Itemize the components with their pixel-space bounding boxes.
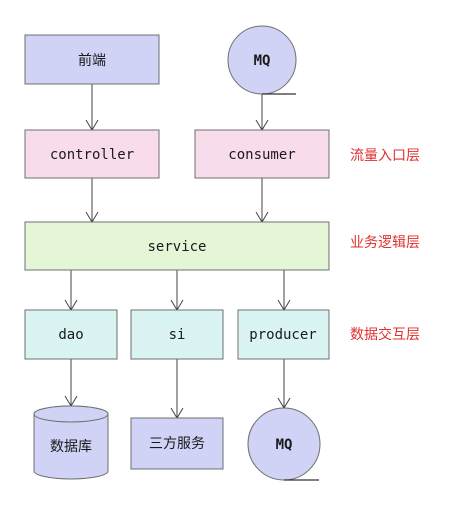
edge-frontend-to-controller: [85, 84, 99, 131]
edge-controller-to-service: [85, 178, 99, 223]
consumer-label: consumer: [228, 147, 295, 163]
controller-node: controller: [24, 129, 160, 179]
edge-service-to-si: [170, 270, 184, 311]
edge-service-to-dao: [64, 270, 78, 311]
layer-label-interaction: 数据交互层: [350, 326, 420, 343]
consumer-node: consumer: [194, 129, 330, 179]
edge-consumer-to-service: [255, 178, 269, 223]
controller-label: controller: [50, 147, 134, 163]
producer-label: producer: [249, 327, 316, 343]
si-label: si: [169, 327, 186, 343]
service-node: service: [24, 221, 330, 271]
third-party-label: 三方服务: [149, 436, 205, 452]
database-label: 数据库: [50, 439, 92, 455]
layer-label-business: 业务逻辑层: [350, 235, 420, 251]
frontend-node: 前端: [24, 34, 160, 85]
frontend-label: 前端: [78, 52, 106, 69]
mq-top-label: MQ: [254, 53, 271, 69]
mq-bottom-node: MQ: [247, 407, 321, 481]
mq-top-node: MQ: [227, 25, 297, 95]
dao-label: dao: [58, 327, 83, 343]
third-party-node: 三方服务: [130, 417, 224, 470]
database-node: 数据库: [33, 405, 109, 480]
producer-node: producer: [237, 309, 330, 360]
si-node: si: [130, 309, 224, 360]
mq-bottom-label: MQ: [276, 437, 293, 453]
layer-label-entry: 流量入口层: [350, 148, 420, 164]
service-label: service: [147, 239, 206, 255]
edge-service-to-producer: [277, 270, 291, 311]
edge-dao-to-database: [64, 359, 78, 407]
edge-mq_top-to-consumer: [255, 94, 269, 131]
edge-si-to-third_party: [170, 359, 184, 419]
edge-producer-to-mq_bottom: [277, 359, 291, 409]
dao-node: dao: [24, 309, 118, 360]
